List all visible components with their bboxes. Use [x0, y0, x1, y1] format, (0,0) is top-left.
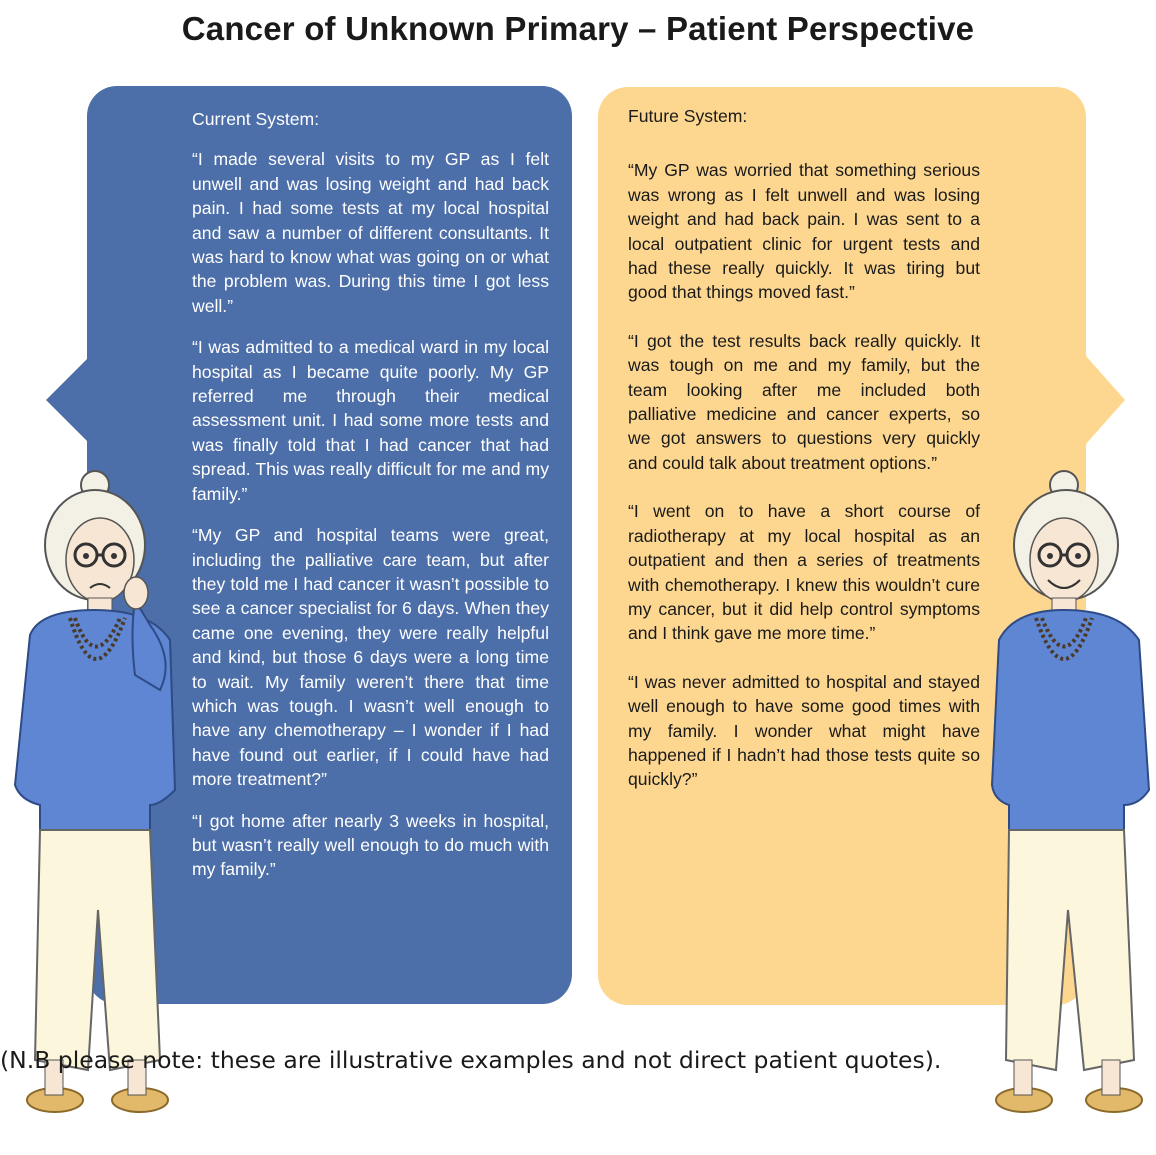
future-bubble-tail [1085, 355, 1125, 445]
future-system-heading: Future System: [628, 106, 748, 126]
current-system-bubble [87, 86, 572, 1004]
page-title: Cancer of Unknown Primary – Patient Pers… [181, 10, 975, 47]
future-quote: “I got the test results back really quic… [628, 330, 980, 473]
future-system-bubble [598, 87, 1086, 1005]
current-system-heading: Current System: [192, 109, 320, 129]
current-quote: “My GP and hospital teams were great, in… [192, 525, 549, 790]
future-quote: “I was never admitted to hospital and st… [628, 671, 980, 790]
current-bubble-tail [46, 355, 91, 445]
future-system-text: Future System: “My GP was worried that s… [628, 104, 980, 816]
future-quote: “My GP was worried that something seriou… [628, 160, 980, 303]
current-quote: “I was admitted to a medical ward in my … [192, 337, 549, 504]
current-system-text: Current System: “I made several visits t… [192, 107, 549, 899]
smiling-patient-illustration [990, 470, 1151, 1113]
disclaimer-note: (N.B please note: these are illustrative… [0, 1046, 942, 1074]
worried-patient-illustration [13, 470, 177, 1113]
current-quote: “I got home after nearly 3 weeks in hosp… [192, 810, 549, 880]
current-quote: “I made several visits to my GP as I fel… [192, 149, 549, 316]
future-quote: “I went on to have a short course of rad… [628, 501, 980, 644]
